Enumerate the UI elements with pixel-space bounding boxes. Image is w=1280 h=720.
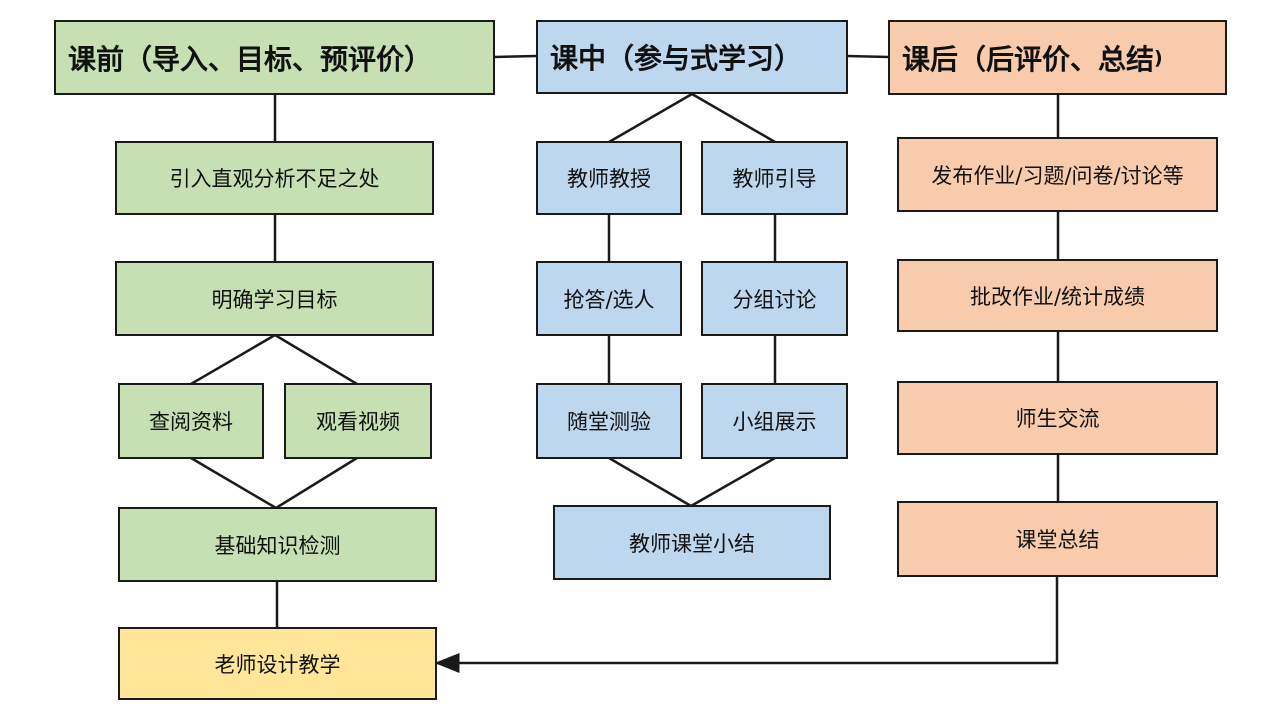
in-merge-left	[608, 456, 692, 508]
post-class-summary: 课堂总结	[897, 501, 1218, 577]
in-group-discussion-label: 分组讨论	[732, 287, 817, 312]
teacher-design-teaching-label: 老师设计教学	[214, 652, 341, 677]
post-teacher-student-exchange: 师生交流	[897, 381, 1218, 455]
pre-step-basic-test: 基础知识检测	[118, 507, 437, 582]
pre-branch-research-label: 查阅资料	[149, 410, 233, 434]
in-teacher-summary: 教师课堂小结	[553, 505, 831, 580]
post-class-summary-label: 课堂总结	[1015, 528, 1100, 552]
pre-split-left	[190, 333, 276, 386]
in-teacher-guiding: 教师引导	[701, 141, 848, 215]
in-split-right	[691, 92, 776, 144]
header-pre-class: 课前（导入、目标、预评价）	[54, 20, 495, 95]
in-teacher-teaching: 教师教授	[536, 141, 682, 215]
in-teacher-teaching-label: 教师教授	[567, 167, 651, 191]
in-quick-answer: 抢答/选人	[536, 261, 682, 336]
post-feedback-arrow	[434, 576, 1059, 673]
header-pre-class-text: 课前（导入、目标、预评价）	[68, 42, 433, 76]
in-merge-right	[690, 456, 776, 508]
header-in-class-text: 课中（参与式学习）	[550, 42, 803, 75]
pre-merge-right	[275, 456, 358, 510]
post-publish-assignments-label: 发布作业/习题/问卷/讨论等	[931, 163, 1184, 188]
in-class-quiz-label: 随堂测验	[567, 410, 651, 434]
pre-step-goals: 明确学习目标	[115, 261, 434, 336]
header-in-class: 课中（参与式学习）	[536, 20, 848, 94]
header-link-pre-in	[493, 54, 538, 59]
in-split-left	[608, 92, 693, 144]
post-grade-assignments-label: 批改作业/统计成绩	[969, 284, 1146, 309]
header-post-class-text: 课后（后评价、总结	[902, 42, 1155, 76]
header-link-in-post	[846, 54, 890, 59]
post-grade-assignments: 批改作业/统计成绩	[897, 259, 1218, 332]
pre-branch-video-label: 观看视频	[316, 410, 400, 434]
pre-step-basic-test-label: 基础知识检测	[214, 533, 341, 558]
in-teacher-guiding-label: 教师引导	[732, 167, 817, 191]
header-post-class: 课后（后评价、总结)	[888, 20, 1227, 95]
pre-branch-video: 观看视频	[284, 383, 432, 459]
in-group-presentation-label: 小组展示	[732, 410, 817, 434]
pre-step-intro-label: 引入直观分析不足之处	[169, 167, 380, 191]
pre-split-right	[274, 333, 358, 386]
header-post-class-close: )	[1154, 46, 1163, 69]
post-teacher-student-exchange-label: 师生交流	[1015, 407, 1100, 431]
in-group-presentation: 小组展示	[701, 383, 848, 459]
in-quick-answer-label: 抢答/选人	[563, 287, 655, 312]
in-class-quiz: 随堂测验	[536, 383, 682, 459]
pre-merge-left	[190, 456, 277, 510]
in-teacher-summary-label: 教师课堂小结	[629, 531, 755, 556]
pre-step-goals-label: 明确学习目标	[211, 287, 338, 312]
in-group-discussion: 分组讨论	[701, 261, 848, 336]
post-publish-assignments: 发布作业/习题/问卷/讨论等	[897, 137, 1218, 212]
teacher-design-teaching: 老师设计教学	[118, 627, 437, 700]
pre-step-intro: 引入直观分析不足之处	[115, 141, 434, 215]
pre-branch-research: 查阅资料	[118, 383, 264, 459]
